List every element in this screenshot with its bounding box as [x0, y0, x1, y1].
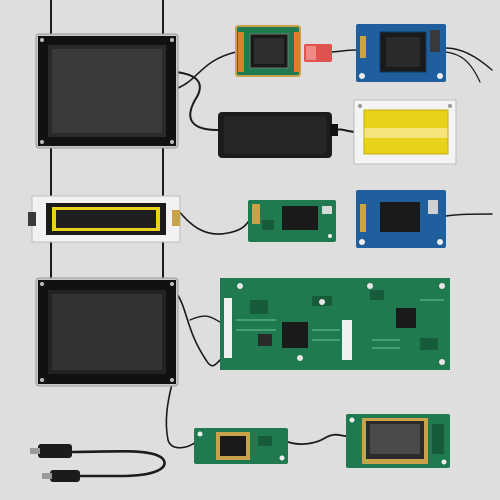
pcb-green-large-board	[220, 278, 362, 370]
usb-cable	[30, 444, 80, 482]
cable-yellow-to-green-small	[177, 209, 249, 235]
lcd-panel-black-large-bottom	[35, 277, 179, 387]
cable-top-lcd-to-green-module	[177, 51, 237, 89]
cable-blue-top-tail-2	[445, 51, 481, 83]
pcb-green-screen-module-orange-connector	[235, 25, 332, 77]
pcb-green-screen-module-bottom-right	[346, 414, 450, 468]
yellow-lcd-frame-right	[353, 99, 457, 165]
usb-cable-long	[70, 449, 166, 478]
pcb-blue-screen-module-top	[356, 24, 446, 82]
cable-blue-mid-tail	[445, 213, 493, 217]
pcb-green-small-chip-middle	[248, 200, 336, 242]
cable-connector-to-blue	[329, 49, 357, 53]
cable-bottom-lcd-down	[165, 383, 197, 449]
yellow-lcd-bar-left	[28, 195, 181, 243]
cable-blue-top-tail	[445, 47, 493, 71]
cable-top-lcd-to-adapter	[175, 71, 219, 131]
pcb-green-screen-module-bottom-left	[194, 428, 288, 464]
cable-bottom-lcd-to-board-2	[189, 315, 221, 323]
cable-bottom-left-module-to-right	[287, 433, 347, 445]
cable-bottom-lcd-to-board	[175, 291, 221, 367]
pcb-blue-chip-middle-right	[356, 190, 446, 248]
pcb-green-board-right	[362, 278, 450, 370]
lcd-panel-black-large-top	[35, 33, 179, 149]
black-adapter-box	[218, 112, 338, 158]
